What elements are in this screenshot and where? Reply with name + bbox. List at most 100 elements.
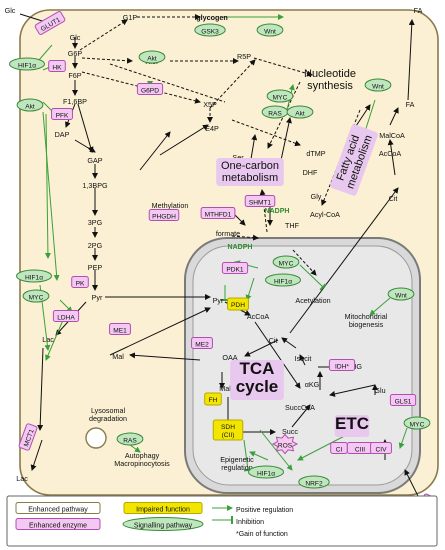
enzyme-label-gls1: GLS1 (395, 399, 412, 406)
metabolite-acoa: AcCoA (379, 149, 402, 158)
enzyme-mthfd1 (200, 207, 236, 219)
signal-label-myc-3: MYC (279, 261, 294, 268)
signal-myc-3 (272, 255, 300, 269)
metabolite-x5p: X5P (203, 100, 217, 109)
impaired-fh (204, 392, 222, 406)
metabolite-cit-m: Cit (269, 336, 278, 345)
signal-gsk3 (194, 23, 226, 37)
enzyme-label-pdk1: PDK1 (226, 267, 244, 274)
enzyme-hk (48, 60, 66, 72)
metabolite-g6p: G6P (68, 49, 83, 58)
metabolite-pg2: 2PG (88, 241, 103, 250)
metabolite-glc: Glc (70, 33, 81, 42)
signal-hif1a-2 (16, 269, 52, 283)
legend-gain-of-function: *Gain of function (236, 531, 288, 538)
legend-positive-regulation: Positive regulation (236, 507, 293, 514)
signal-label-hif1a-3: HIF1α (274, 279, 292, 286)
metabolite-pyr: Pyr (92, 293, 103, 302)
metabolite-accoa-m: AcCoA (247, 312, 270, 321)
process-highlight-one-carbon (216, 158, 284, 186)
enzyme-label-hk: HK (52, 65, 62, 72)
enzyme-pk (71, 276, 89, 288)
enzyme-label-me2: ME2 (195, 342, 209, 349)
signal-label-ras-2: RAS (123, 438, 137, 445)
enzyme-pdk1 (221, 262, 249, 274)
enzyme-gls1 (389, 394, 417, 406)
enzyme-g6pd (136, 83, 164, 95)
legend-box (6, 495, 438, 547)
process-acetylation: Acetylation (295, 296, 330, 305)
metabolite-f6p: F6P (68, 71, 81, 80)
metabolite-g1p: G1P (123, 13, 138, 22)
legend-signal-swatch (122, 517, 204, 531)
legend-enhanced-enzyme-swatch (15, 518, 101, 530)
metabolite-ser: Ser (232, 153, 244, 162)
signal-label-akt-1: Akt (25, 104, 35, 111)
signal-label-wnt-3: Wnt (395, 293, 407, 300)
signal-label-wnt-2: Wnt (372, 84, 384, 91)
pathway-arrows (19, 13, 421, 501)
enzyme-civ (370, 442, 392, 454)
enzyme-label-phgdh: PHGDH (152, 214, 176, 221)
enzyme-ldha (52, 310, 80, 322)
metabolite-glc-out: Glc (5, 6, 16, 15)
metabolite-dhf: DHF (303, 168, 318, 177)
impaired-label-fh: FH (209, 397, 218, 404)
signal-label-hif1a-1: HIF1α (18, 63, 36, 70)
signal-label-wnt-1: Wnt (264, 29, 276, 36)
metabolite-f16bp: F1,6BP (63, 97, 87, 106)
metabolite-fa: FA (406, 100, 415, 109)
process-methylation: Methylation (152, 201, 189, 210)
enzyme-label-ciii: CIII (355, 447, 365, 454)
metabolite-lac-out: Lac (16, 474, 28, 483)
enzyme-label-ldha: LDHA (57, 315, 75, 322)
legend-inhibition: Inhibition (236, 519, 264, 526)
cofactor-nadph-2: NADPH (228, 244, 253, 251)
impaired-label-sdh: SDH(CII) (221, 424, 235, 439)
enzyme-me1 (109, 323, 131, 335)
enzyme-pfk (51, 108, 73, 120)
lysosome-vesicle (85, 427, 107, 449)
signal-label-gsk3: GSK3 (201, 29, 219, 36)
enzyme-shmt1 (244, 195, 276, 207)
metabolite-succoa: SuccCoA (285, 403, 315, 412)
metabolite-pg3: 3PG (88, 218, 103, 227)
process-etc: ETC (335, 414, 369, 433)
impaired-pdh (227, 297, 249, 311)
signal-hif1a-3 (265, 273, 301, 287)
legend-enhanced-pathway-swatch (15, 502, 101, 514)
legend-impaired-swatch (123, 502, 203, 514)
signal-label-ras-1: RAS (268, 111, 282, 118)
signal-label-myc-2: MYC (29, 295, 44, 302)
legend-impaired-function: Impaired function (136, 507, 190, 514)
metabolite-acylcoa: Acyl-CoA (310, 210, 340, 219)
metabolite-pyr-m: Pyr (213, 296, 224, 305)
metabolite-succ: Succ (282, 427, 298, 436)
metabolite-thf: THF (285, 221, 300, 230)
signal-myc-2 (22, 289, 50, 303)
process-highlight-fatty-acid (330, 124, 378, 196)
enzyme-label-pfk: PFK (56, 113, 69, 120)
metabolite-bpg13: 1,3BPG (82, 181, 108, 190)
enzyme-label-ci: CI (336, 447, 343, 454)
signal-myc-4 (403, 416, 431, 430)
ros-label: ROS (278, 443, 293, 450)
process-highlight-etc (334, 415, 370, 437)
signal-label-akt-3: Akt (295, 111, 305, 118)
signal-nrf2 (298, 475, 330, 489)
signal-akt-2 (138, 50, 166, 64)
signal-label-myc-1: MYC (273, 95, 288, 102)
enzyme-label-me1: ME1 (113, 328, 127, 335)
metabolite-isocit: Isocit (295, 354, 312, 363)
signal-label-nrf2: NRF2 (305, 481, 323, 488)
enzyme-label-shmt1: SHMT1 (249, 200, 272, 207)
metabolite-r5p: R5P (237, 52, 251, 61)
metabolite-pep: PEP (88, 263, 103, 272)
signal-wnt-3 (387, 287, 415, 301)
